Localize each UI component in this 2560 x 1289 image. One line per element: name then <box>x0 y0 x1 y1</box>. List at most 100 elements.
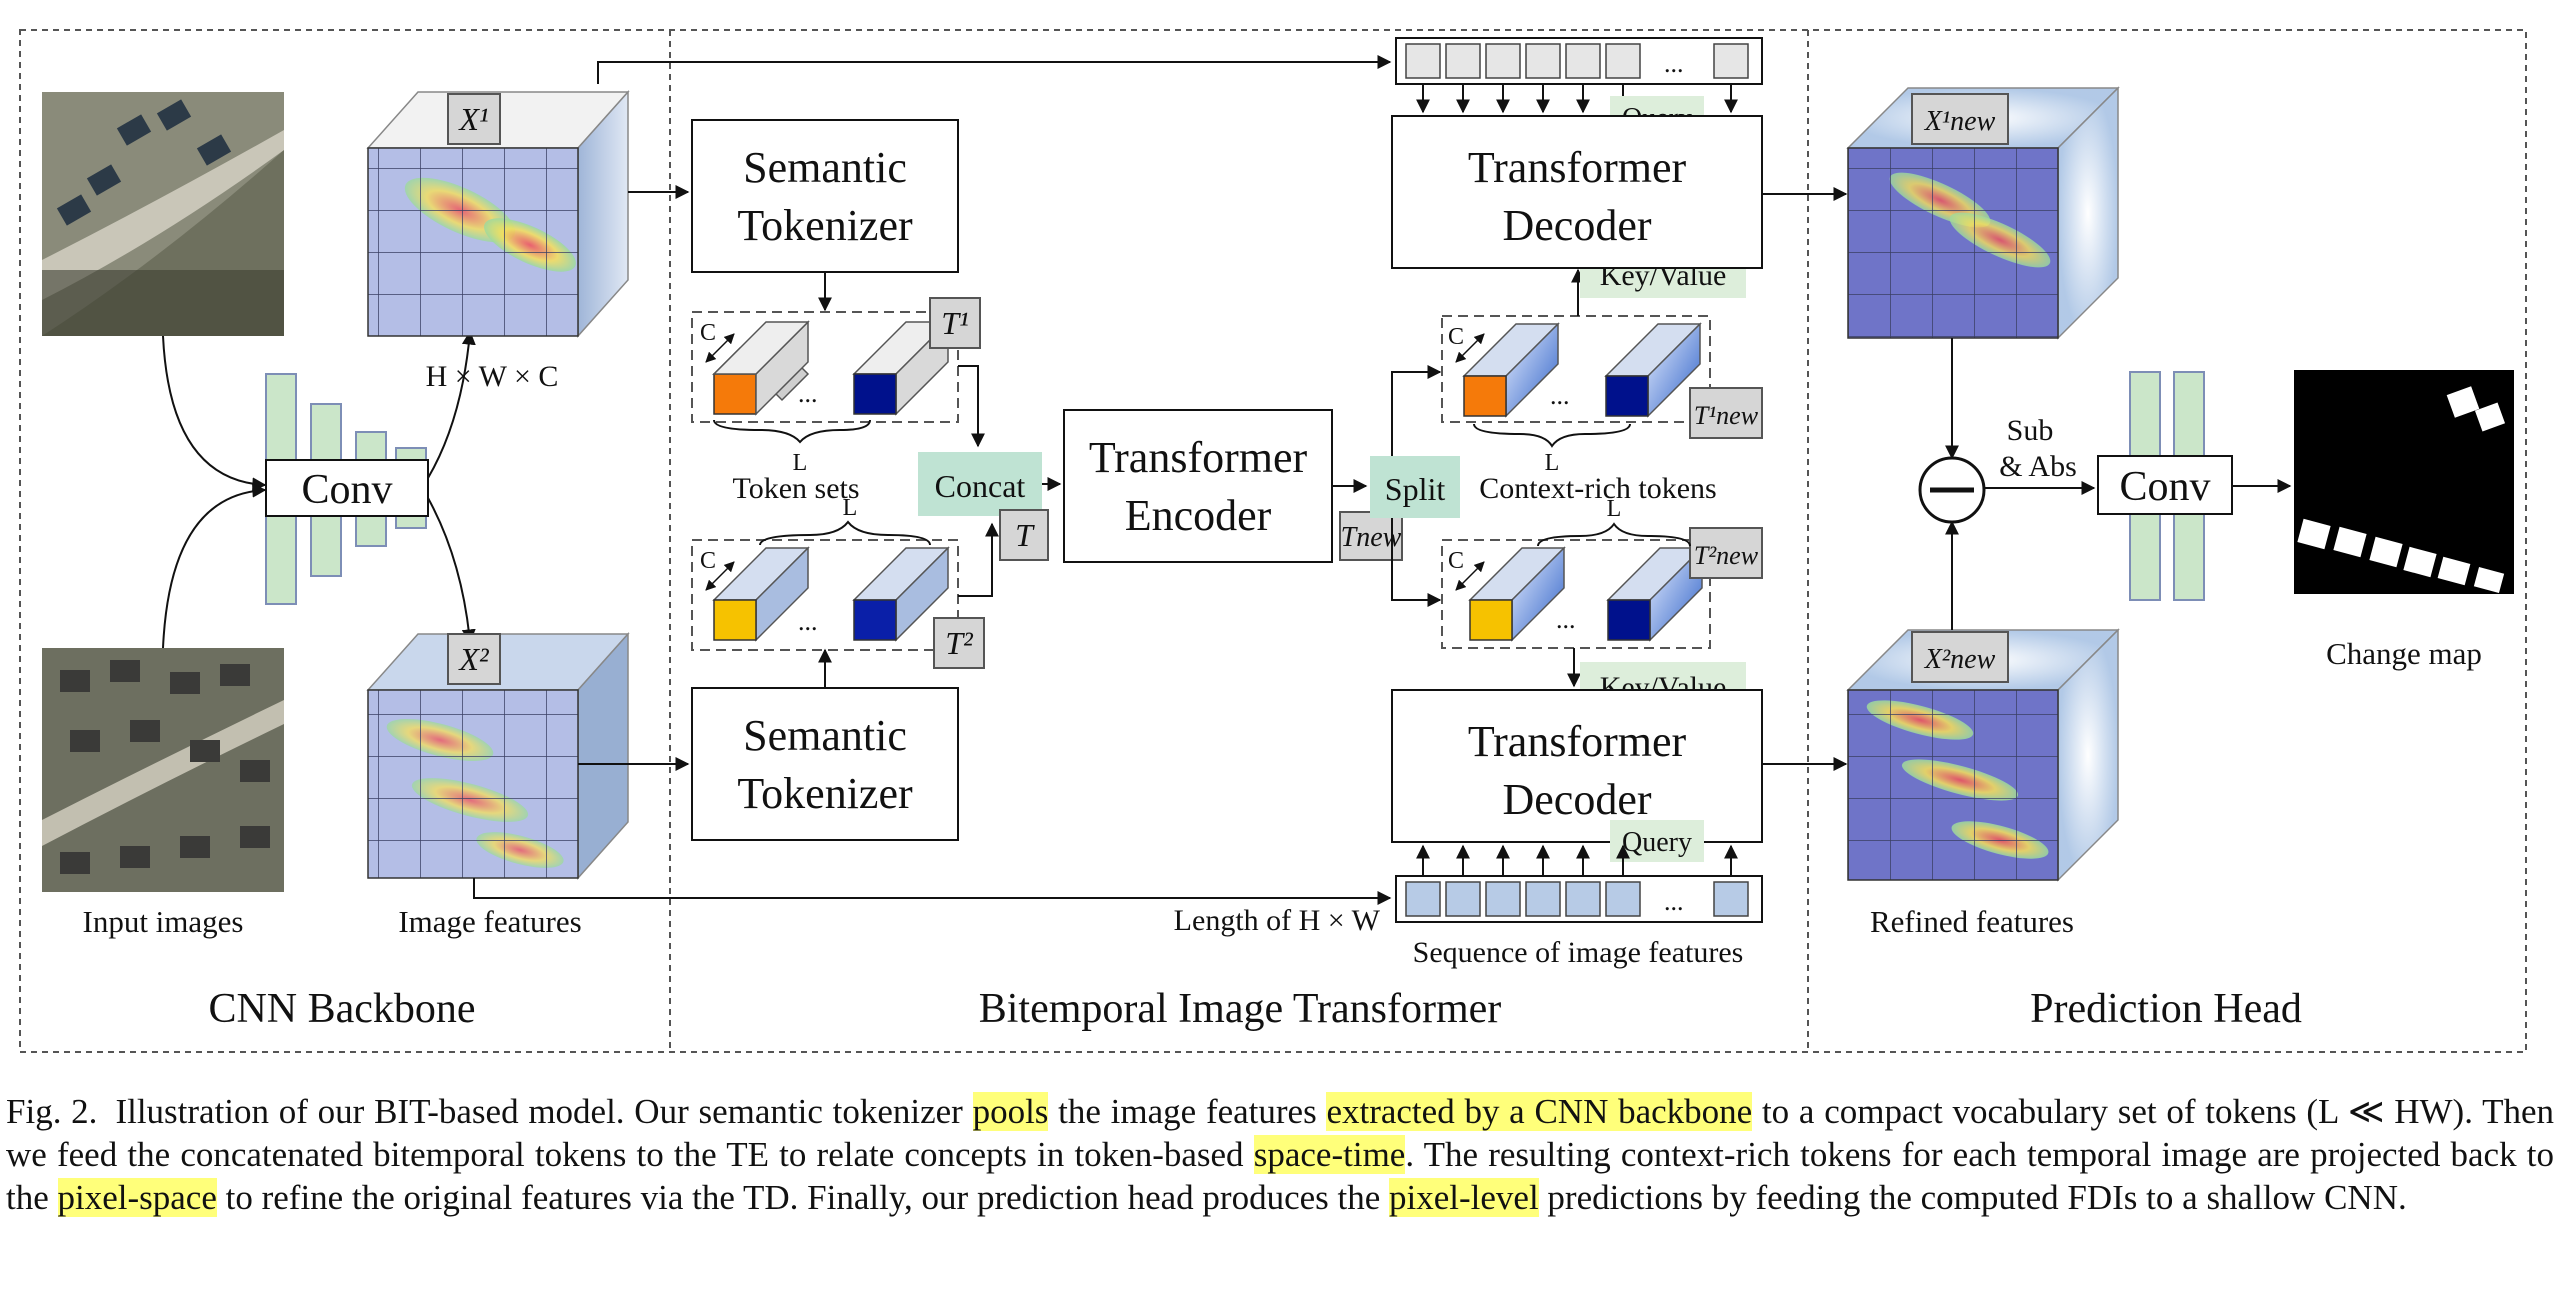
section-title-bit: Bitemporal Image Transformer <box>979 986 1502 1032</box>
concat-label: Concat <box>935 468 1026 504</box>
caption-highlight: pools <box>972 1092 1049 1131</box>
head-conv-label: Conv <box>2119 464 2210 510</box>
semantic-tokenizer-2 <box>691 687 959 841</box>
decoder1-label-1: Transformer <box>1468 143 1687 192</box>
input-images-label: Input images <box>83 904 244 939</box>
section-title-head: Prediction Head <box>2030 986 2302 1032</box>
caption-fig-number: Fig. 2. <box>6 1092 98 1131</box>
caption-text: to a compact vocabulary set of tokens (L… <box>6 1092 2554 1174</box>
caption-highlight: space-time <box>1253 1135 1406 1174</box>
refined-features-label: Refined features <box>1870 904 2074 939</box>
semantic-tokenizer-1 <box>691 119 959 273</box>
arrow-split-to-t2new <box>1391 518 1442 607</box>
semantic-tokenizer-2-label2: Tokenizer <box>737 769 913 818</box>
c-label-2: C <box>700 548 716 574</box>
arrow-x2-to-kv-seq <box>473 878 1392 905</box>
abs-label: & Abs <box>1999 450 2077 483</box>
query-label-2: Query <box>1622 827 1692 858</box>
t2-new-tag <box>1689 527 1763 579</box>
caption-highlight: extracted by a CNN backbone <box>1326 1092 1753 1131</box>
seq-dots-top: ... <box>1664 49 1684 78</box>
brace-l-2 <box>759 520 931 546</box>
figure-caption: Fig. 2. Illustration of our BIT-based mod… <box>6 1090 2554 1219</box>
x1-new-label: X¹new <box>1924 106 1996 137</box>
arrow-t1-to-concat <box>958 365 985 448</box>
t-label: T <box>1015 517 1035 553</box>
context-tokens-t2 <box>1441 539 1711 649</box>
input-image-t1 <box>42 92 284 336</box>
concat-box <box>918 452 1042 516</box>
dots-3: ... <box>1550 381 1570 410</box>
sequence-label: Sequence of image features <box>1413 936 1744 969</box>
x2-new-label: X²new <box>1924 644 1996 675</box>
split-box <box>1370 456 1460 518</box>
l-label-2: L <box>843 495 858 521</box>
hwc-label: H × W × C <box>426 360 559 393</box>
split-label: Split <box>1385 471 1446 507</box>
caption-text: Illustration of our BIT-based model. Our… <box>115 1092 973 1131</box>
token-sets-label: Token sets <box>732 472 859 505</box>
x2-new-tag <box>1911 631 2009 683</box>
kv-sequence-bottom <box>1395 844 1763 923</box>
transformer-decoder-2 <box>1391 689 1763 843</box>
c-label-3: C <box>1448 324 1464 350</box>
semantic-tokenizer-1-label2: Tokenizer <box>737 201 913 250</box>
dots-2: ... <box>798 607 818 636</box>
arrow-split-to-t1new <box>1391 365 1442 456</box>
arrow-conv-to-x1 <box>427 330 476 479</box>
context-rich-label: Context-rich tokens <box>1479 472 1716 505</box>
query-sequence-top <box>1395 37 1763 114</box>
t1-new-label: T¹new <box>1694 401 1759 430</box>
x1-new-tag <box>1911 93 2009 145</box>
l-label-4: L <box>1607 496 1622 522</box>
section-title-cnn: CNN Backbone <box>208 986 475 1032</box>
caption-text: predictions by feeding the computed FDIs… <box>1538 1178 2407 1217</box>
t2-new-label: T²new <box>1694 541 1759 570</box>
x2-label: X² <box>457 641 490 677</box>
encoder-label-2: Encoder <box>1125 491 1272 540</box>
decoder1-label-2: Decoder <box>1502 201 1651 250</box>
feature-cube-x1 <box>366 90 630 338</box>
token-set-t2 <box>691 539 959 651</box>
c-label-4: C <box>1448 548 1464 574</box>
arrow-x1-to-query-seq <box>597 55 1392 84</box>
brace-l-1 <box>713 419 871 444</box>
token-set-t1 <box>691 311 959 423</box>
t2-tag <box>933 617 985 669</box>
arrow-t2-to-concat <box>958 522 999 597</box>
arrow-conv-to-x2 <box>427 497 476 644</box>
conv-box <box>265 459 429 517</box>
t1-tag <box>929 297 981 349</box>
change-map-label: Change map <box>2326 636 2482 671</box>
conv-label: Conv <box>301 467 392 513</box>
context-tokens-t1 <box>1441 315 1711 423</box>
x1-label: X¹ <box>457 101 488 137</box>
input-image-t2 <box>42 648 284 892</box>
semantic-tokenizer-1-label: Semantic <box>743 143 907 192</box>
change-map-image <box>2294 370 2514 594</box>
t-tag <box>999 509 1049 561</box>
length-label: Length of H × W <box>1174 904 1381 937</box>
seq-dots-bottom: ... <box>1664 887 1684 916</box>
dots-4: ... <box>1556 605 1576 634</box>
arrow-t2-to-conv <box>162 483 267 649</box>
caption-text: . The resulting context-rich tokens for … <box>6 1135 2554 1217</box>
brace-l-3 <box>1473 423 1631 448</box>
brace-l-4 <box>1537 522 1691 547</box>
sub-label: Sub <box>2007 414 2054 447</box>
x1-tag <box>447 93 501 145</box>
x2-tag <box>447 633 501 685</box>
t2-label: T² <box>945 625 974 661</box>
encoder-label-1: Transformer <box>1089 433 1308 482</box>
caption-highlight: pixel-space <box>57 1178 217 1217</box>
t1-label: T¹ <box>941 305 968 341</box>
transformer-encoder <box>1063 409 1333 563</box>
l-label-1: L <box>793 450 808 476</box>
refined-cube-x1 <box>1846 86 2120 340</box>
decoder2-label-1: Transformer <box>1468 717 1687 766</box>
transformer-decoder-1 <box>1391 115 1763 269</box>
arrow-t1-to-conv <box>162 335 267 492</box>
caption-highlight: pixel-level <box>1389 1178 1539 1217</box>
image-features-label: Image features <box>398 904 581 939</box>
